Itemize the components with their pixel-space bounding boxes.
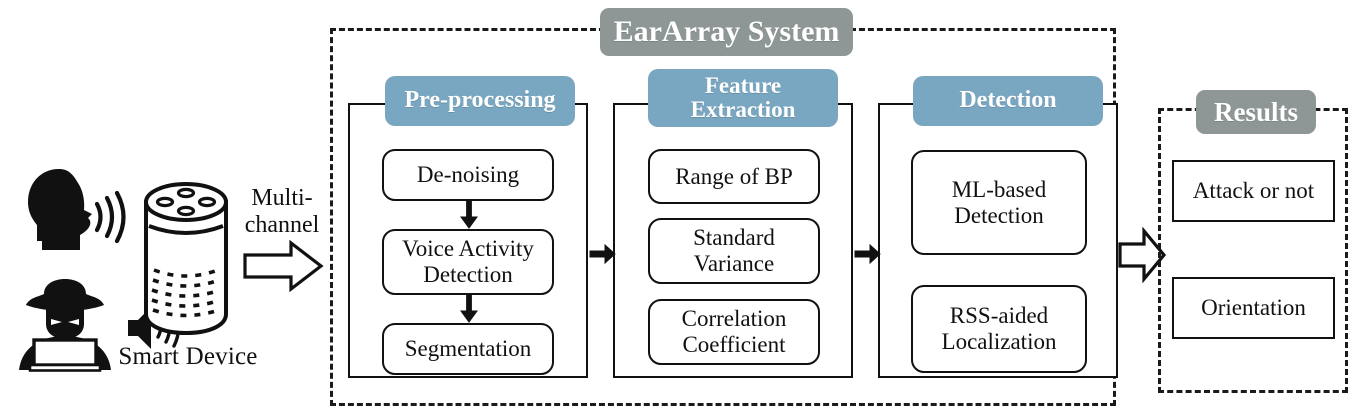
node-voice-activity-detection: Voice Activity Detection [382,229,554,295]
results-title: Results [1196,90,1316,134]
speaking-person-icon [18,165,128,260]
arrow-right-icon [854,243,881,265]
node-rss-aided-localization: RSS-aided Localization [911,285,1087,373]
results-frame [1158,108,1348,393]
stage-pre-processing-header: Pre-processing [385,76,575,126]
result-attack-or-not: Attack or not [1172,160,1335,222]
stage-feature-extraction-header: Feature Extraction [648,69,838,127]
results-arrow-icon [1118,226,1167,284]
multi-channel-label: Multi- channel [244,185,320,238]
hacker-with-laptop-icon [12,278,122,372]
arrow-down-icon [460,200,478,229]
node-standard-variance: Standard Variance [648,218,820,284]
result-orientation: Orientation [1172,277,1335,339]
arrow-down-icon [460,294,478,323]
stage-detection-header: Detection [913,76,1103,126]
input-scene: Smart Device Multi- channel [0,0,330,416]
arrow-right-icon [589,243,616,265]
node-range-of-bp: Range of BP [648,149,820,204]
multi-channel-arrow-icon [243,239,324,293]
node-correlation-coefficient: Correlation Coefficient [648,299,820,365]
system-title: EarArray System [600,8,853,56]
node-ml-based-detection: ML-based Detection [911,150,1087,255]
smart-device-label: Smart Device [118,343,258,370]
smart-speaker-icon [138,178,234,338]
node-de-noising: De-noising [382,149,554,201]
node-segmentation: Segmentation [382,323,554,375]
